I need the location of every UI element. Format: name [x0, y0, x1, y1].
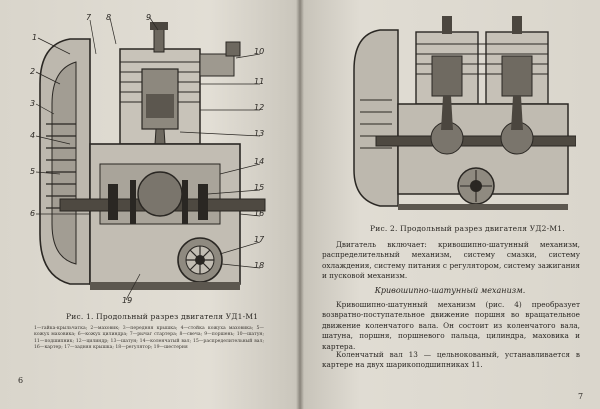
- engine-section-figure-2: [346, 10, 576, 220]
- callout-13: 13: [254, 129, 264, 138]
- figure-2-caption: Рис. 2. Продольный разрез двигателя УД2-…: [370, 224, 565, 233]
- intro-paragraph: Двигатель включает: кривошипно-шатунный …: [322, 240, 580, 282]
- mechanism-paragraph-text: Кривошипно-шатунный механизм (рис. 4) пр…: [322, 300, 580, 351]
- page-number-left: 6: [18, 376, 24, 385]
- engine-section-figure-1: 1 2 3 4 5 6 7 8 9 10 11 12 13 14 15 16 1…: [30, 14, 266, 304]
- callout-1: 1: [32, 33, 37, 42]
- callout-17: 17: [254, 235, 265, 244]
- callout-4: 4: [30, 131, 35, 140]
- callout-16: 16: [254, 209, 264, 218]
- callout-8: 8: [106, 14, 111, 22]
- right-page: Рис. 2. Продольный разрез двигателя УД2-…: [300, 0, 600, 409]
- callout-6: 6: [30, 209, 35, 218]
- crankshaft-paragraph-text: Коленчатый вал 13 — цельнокованый, устан…: [322, 350, 580, 370]
- callout-2: 2: [30, 67, 35, 76]
- callout-12: 12: [254, 103, 264, 112]
- callout-9: 9: [146, 14, 151, 22]
- callout-14: 14: [254, 157, 264, 166]
- callout-18: 18: [254, 261, 264, 270]
- engine-ud2-m1-drawing: [353, 16, 576, 210]
- section-title: Кривошипно-шатунный механизм.: [374, 286, 526, 295]
- page-number-right: 7: [578, 392, 584, 401]
- crankshaft-paragraph: Коленчатый вал 13 — цельнокованый, устан…: [322, 350, 580, 371]
- book-gutter: [296, 0, 304, 409]
- callout-19: 19: [122, 296, 132, 304]
- figure-1-legend: 1—гайка-крыльчатка; 2—маховик; 3—передня…: [34, 326, 264, 351]
- engine-udl-m1-drawing: 1 2 3 4 5 6 7 8 9 10 11 12 13 14 15 16 1…: [30, 14, 266, 304]
- figure-1-caption: Рис. 1. Продольный разрез двигателя УД1-…: [66, 312, 259, 321]
- mechanism-paragraph: Кривошипно-шатунный механизм (рис. 4) пр…: [322, 300, 580, 352]
- callout-5: 5: [30, 167, 35, 176]
- intro-paragraph-text: Двигатель включает: кривошипно-шатунный …: [322, 240, 580, 281]
- left-page: 1 2 3 4 5 6 7 8 9 10 11 12 13 14 15 16 1…: [0, 0, 300, 409]
- callout-7: 7: [86, 14, 92, 22]
- callout-3: 3: [30, 99, 35, 108]
- callout-15: 15: [254, 183, 264, 192]
- callout-11: 11: [254, 77, 264, 86]
- callout-10: 10: [254, 47, 264, 56]
